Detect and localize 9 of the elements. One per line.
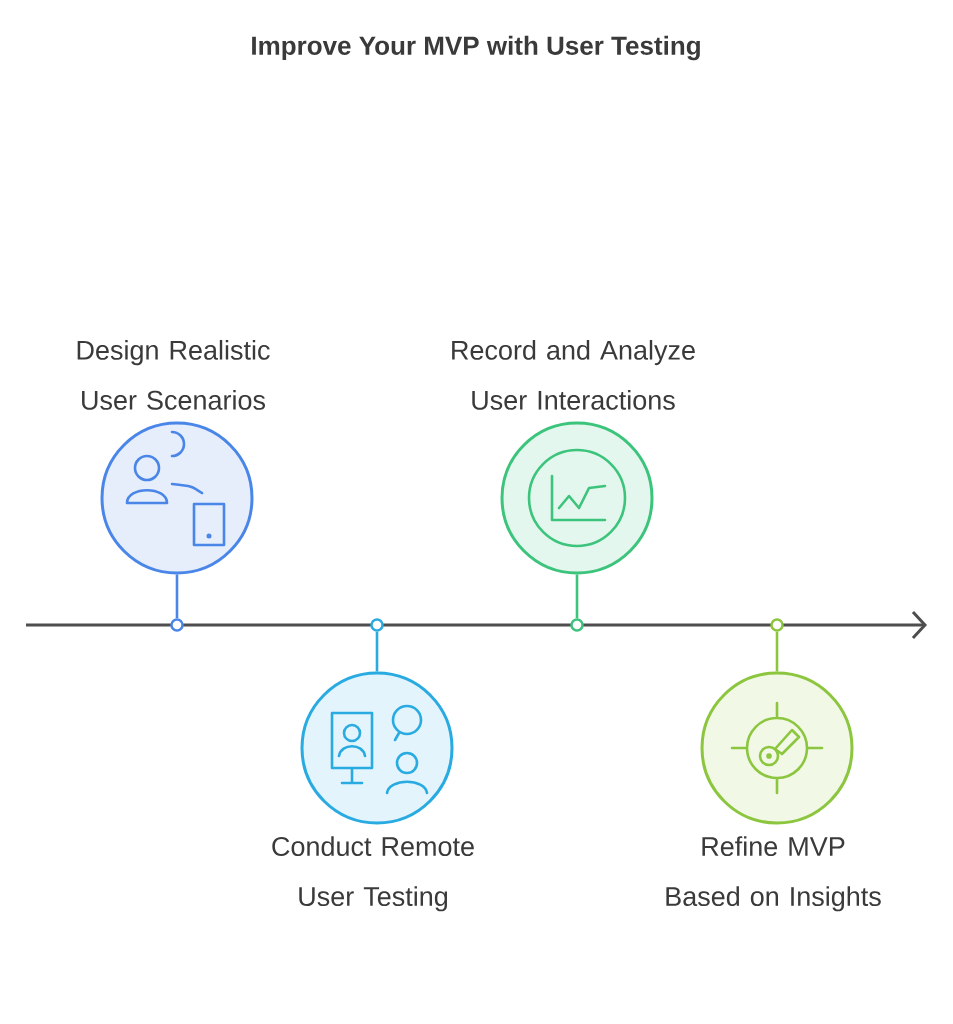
step-label: Record and Analyze User Interactions bbox=[452, 339, 695, 410]
connector-line bbox=[775, 631, 779, 672]
title: Improve Your MVP with User Testing bbox=[252, 35, 700, 61]
step-label: Refine MVP Based on Insights bbox=[666, 836, 881, 912]
connector-line bbox=[375, 631, 379, 672]
step-label: Design Realistic User Scenarios bbox=[77, 339, 270, 410]
connector-line bbox=[175, 574, 179, 619]
step-label: Conduct Remote User Testing bbox=[272, 836, 474, 912]
connector-line bbox=[575, 574, 579, 619]
